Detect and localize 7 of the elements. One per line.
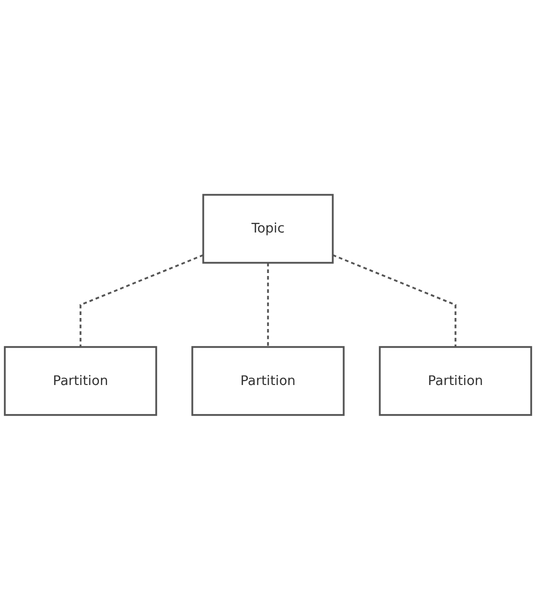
node-box: Partition bbox=[4, 346, 158, 416]
connector bbox=[267, 262, 269, 348]
connector bbox=[332, 254, 456, 348]
connector bbox=[80, 254, 204, 348]
node-box: Topic bbox=[202, 194, 334, 264]
node-box: Partition bbox=[378, 346, 532, 416]
node-box: Partition bbox=[191, 346, 345, 416]
